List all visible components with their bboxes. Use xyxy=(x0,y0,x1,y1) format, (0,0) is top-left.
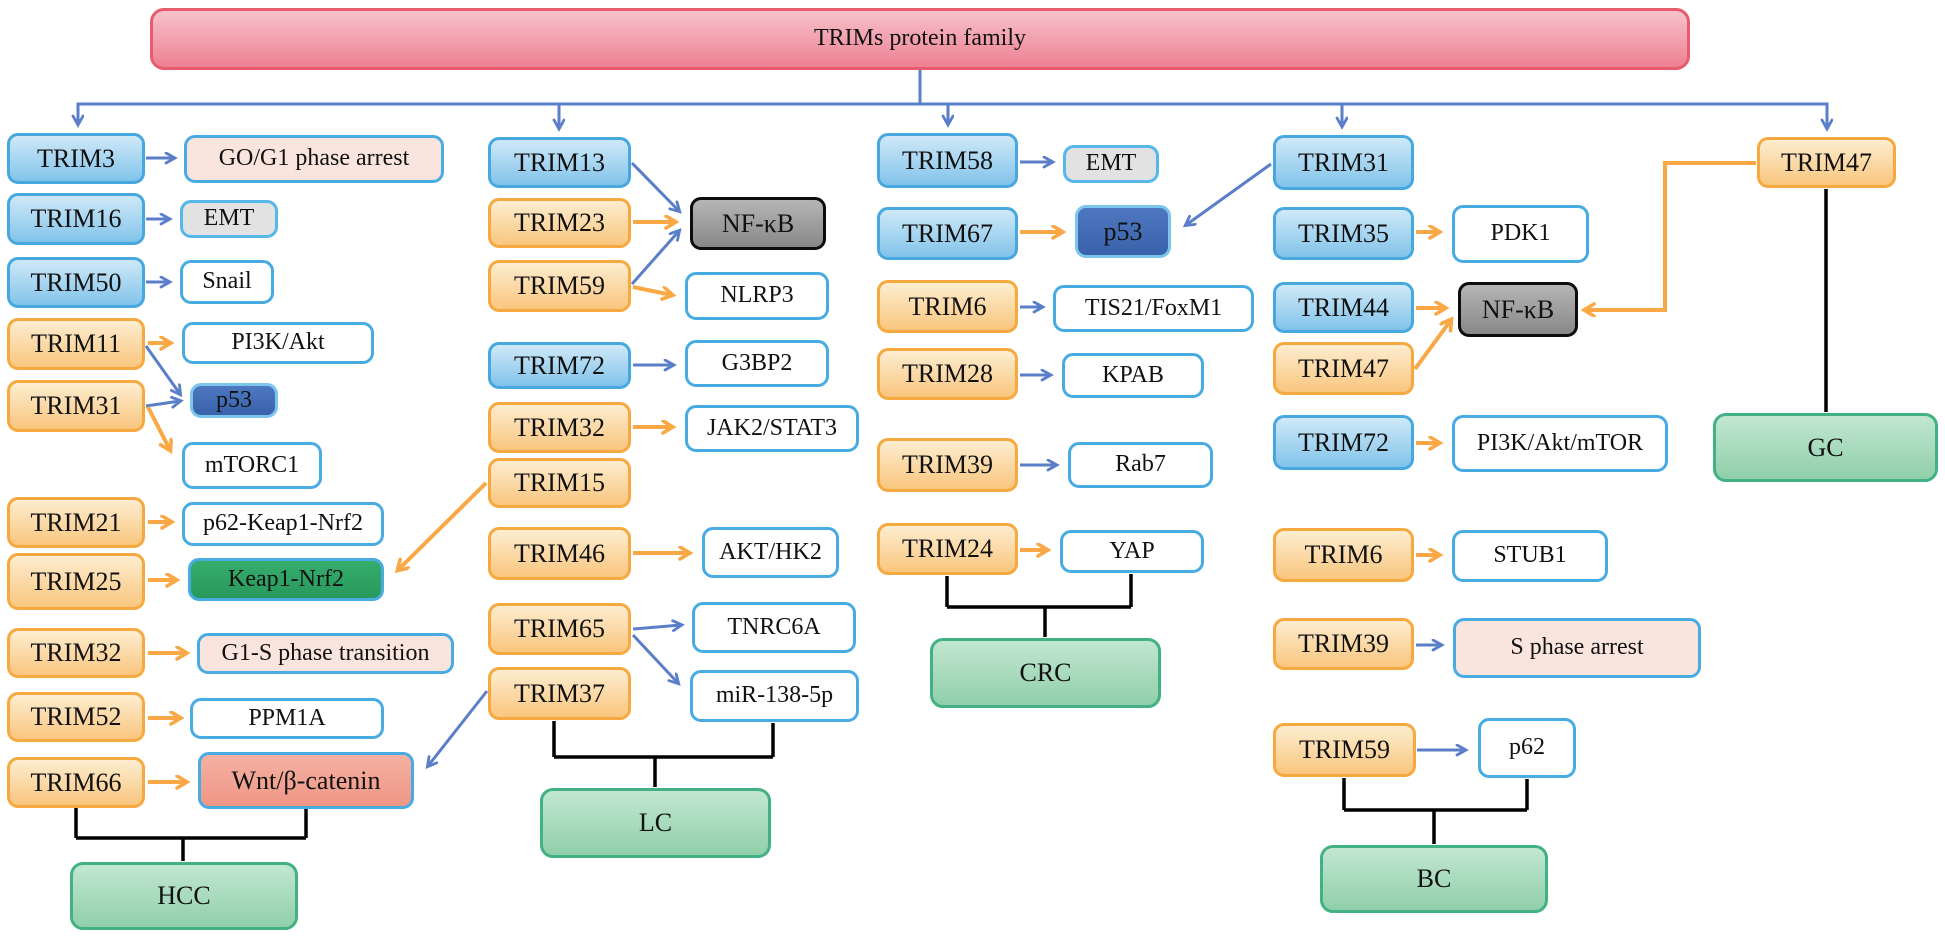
node-cancer-bc: BC xyxy=(1320,845,1548,913)
node-yap: YAP xyxy=(1060,530,1204,573)
node-trim6-crc: TRIM6 xyxy=(877,280,1018,333)
node-emt-hcc: EMT xyxy=(180,200,278,238)
node-pi3k-akt: PI3K/Akt xyxy=(182,322,374,364)
node-stub1: STUB1 xyxy=(1452,530,1608,582)
node-trim72-lc: TRIM72 xyxy=(488,342,631,389)
node-trim44: TRIM44 xyxy=(1273,282,1414,333)
node-g3bp2: G3BP2 xyxy=(685,340,829,387)
node-trim58: TRIM58 xyxy=(877,133,1018,188)
node-go-g1-phase-arrest: GO/G1 phase arrest xyxy=(184,135,444,183)
edge-distribution-line xyxy=(76,102,1829,118)
node-trim39-crc: TRIM39 xyxy=(877,438,1018,492)
node-p62: p62 xyxy=(1478,718,1576,778)
node-rab7: Rab7 xyxy=(1068,442,1213,488)
edge-trim15-keap xyxy=(398,481,488,570)
edge-trim47-nfkb xyxy=(1413,320,1451,371)
node-trim59-lc: TRIM59 xyxy=(488,260,631,312)
edge-trim65-mir138 xyxy=(631,633,678,683)
connector-hcc xyxy=(74,808,308,861)
node-snail: Snail xyxy=(180,260,274,304)
node-trim59-bc: TRIM59 xyxy=(1273,723,1416,777)
node-keap1-nrf2: Keap1-Nrf2 xyxy=(188,558,384,601)
node-nlrp3: NLRP3 xyxy=(685,272,829,320)
connector-bc xyxy=(1342,778,1529,844)
edge-trim31bc-p53crc xyxy=(1186,162,1272,225)
node-g1-s-phase-transition: G1-S phase transition xyxy=(197,633,454,674)
node-akt-hk2: AKT/HK2 xyxy=(702,527,839,578)
node-trim47-bc: TRIM47 xyxy=(1273,342,1414,395)
node-trim11: TRIM11 xyxy=(7,318,145,370)
node-trim39-bc: TRIM39 xyxy=(1273,618,1414,670)
node-tis21-foxm1: TIS21/FoxM1 xyxy=(1053,285,1254,332)
node-mtorc1: mTORC1 xyxy=(182,442,322,489)
node-trim32-lc: TRIM32 xyxy=(488,402,631,453)
node-trim65: TRIM65 xyxy=(488,603,631,655)
edge-trim37-wnt xyxy=(428,690,489,766)
node-jak2-stat3: JAK2/STAT3 xyxy=(685,405,859,452)
node-cancer-gc: GC xyxy=(1713,413,1938,482)
edge-trim11-p53 xyxy=(144,345,180,394)
node-pdk1: PDK1 xyxy=(1452,205,1589,263)
node-trim46: TRIM46 xyxy=(488,527,631,580)
node-p53-crc: p53 xyxy=(1075,205,1171,258)
node-p62-keap1-nrf2: p62-Keap1-Nrf2 xyxy=(182,502,384,546)
node-trim16: TRIM16 xyxy=(7,193,145,245)
node-nfkb-bc: NF-κB xyxy=(1458,282,1578,337)
node-ppm1a: PPM1A xyxy=(190,698,384,739)
title-box: TRIMs protein family xyxy=(150,8,1690,70)
edge-trim59-nfkb xyxy=(630,231,679,285)
node-tnrc6a: TNRC6A xyxy=(692,602,856,653)
node-trim52: TRIM52 xyxy=(7,692,145,742)
node-trim35: TRIM35 xyxy=(1273,207,1414,260)
node-trim32-hcc: TRIM32 xyxy=(7,628,145,678)
node-trim37: TRIM37 xyxy=(488,667,631,720)
node-wnt-b-catenin: Wnt/β-catenin xyxy=(198,752,414,809)
node-trim13: TRIM13 xyxy=(488,137,631,188)
edge-trim31-mtorc1 xyxy=(146,406,170,450)
node-trim28: TRIM28 xyxy=(877,348,1018,400)
node-trim50: TRIM50 xyxy=(7,257,145,308)
node-trim25: TRIM25 xyxy=(7,553,145,610)
node-trim15: TRIM15 xyxy=(488,458,631,508)
connector-lc xyxy=(552,721,775,787)
node-trim47-gc: TRIM47 xyxy=(1757,137,1896,188)
node-trim31-hcc: TRIM31 xyxy=(7,380,145,432)
node-trim72-bc: TRIM72 xyxy=(1273,415,1414,470)
node-nfkb-lc: NF-κB xyxy=(690,197,826,250)
node-s-phase-arrest: S phase arrest xyxy=(1453,618,1701,678)
connector-crc xyxy=(945,574,1133,637)
edge-trim13-nfkb xyxy=(630,161,679,211)
node-trim24: TRIM24 xyxy=(877,523,1018,575)
edge-trim31-p53 xyxy=(145,401,180,406)
node-trim21: TRIM21 xyxy=(7,497,145,548)
node-cancer-hcc: HCC xyxy=(70,862,298,930)
node-trim23: TRIM23 xyxy=(488,198,631,248)
node-cancer-lc: LC xyxy=(540,788,771,858)
node-emt-crc: EMT xyxy=(1063,145,1159,183)
node-mir-138-5p: miR-138-5p xyxy=(690,670,859,722)
edge-trim47gc-nfkb xyxy=(1585,161,1756,310)
node-trim6-bc: TRIM6 xyxy=(1273,528,1414,582)
node-cancer-crc: CRC xyxy=(930,638,1161,708)
node-trim31-bc: TRIM31 xyxy=(1273,135,1414,190)
node-trim3: TRIM3 xyxy=(7,133,145,184)
node-trim67: TRIM67 xyxy=(877,207,1018,260)
node-pi3k-akt-mtor: PI3K/Akt/mTOR xyxy=(1452,415,1668,472)
node-trim66: TRIM66 xyxy=(7,757,145,808)
edge-trim59-nlrp3 xyxy=(632,285,672,295)
edge-trim65-tnrc6a xyxy=(632,625,681,629)
node-p53-hcc: p53 xyxy=(190,383,278,418)
node-kpab: KPAB xyxy=(1062,353,1204,398)
